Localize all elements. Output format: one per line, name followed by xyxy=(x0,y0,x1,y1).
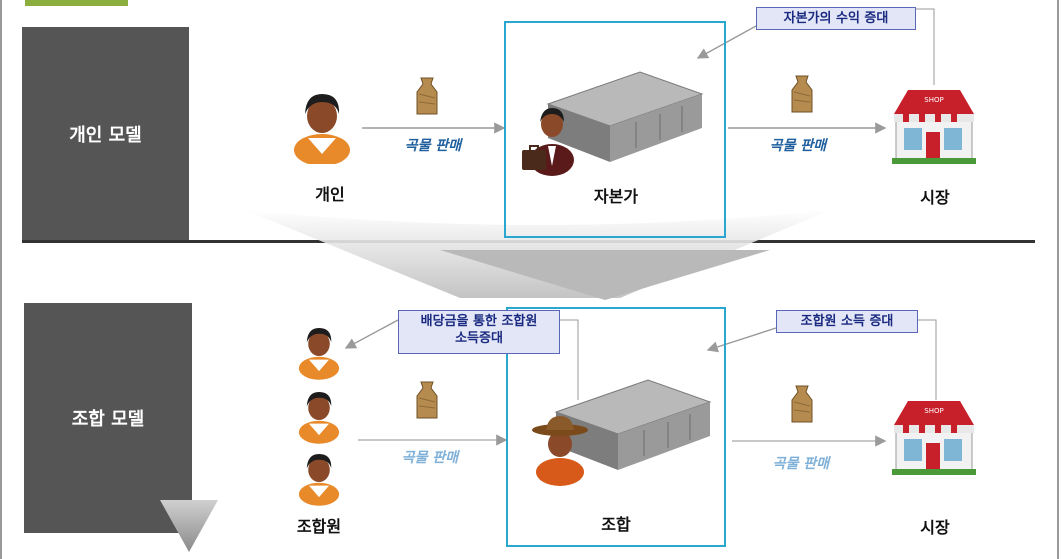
farmer-icon xyxy=(532,416,588,486)
cooperative-model-label: 조합 모델 xyxy=(71,409,145,430)
cooperative-highlight-frame xyxy=(506,307,726,547)
flow-label-bottom-left: 곡물 판매 xyxy=(401,450,459,466)
shop-icon: SHOP xyxy=(892,401,976,475)
member-icon xyxy=(298,454,340,506)
flow-label-bottom-right: 곡물 판매 xyxy=(772,456,830,472)
capitalist-highlight-frame xyxy=(504,21,726,238)
flow-label-top-left: 곡물 판매 xyxy=(404,138,462,154)
note-connector-bottom-left xyxy=(560,319,579,400)
businessman-icon xyxy=(522,108,574,176)
flow-label-top-right: 곡물 판매 xyxy=(769,138,827,154)
shop-sign-text: SHOP xyxy=(924,407,943,415)
person-label: 개인 xyxy=(315,185,345,204)
member-icon xyxy=(298,328,340,380)
note-capitalist-profit: 자본가의 수익 증대 xyxy=(756,7,916,30)
shop-icon: SHOP xyxy=(892,90,976,164)
note-dividend-income-line1: 배당금을 통한 조합원 xyxy=(420,314,538,329)
person-icon xyxy=(294,94,350,164)
transition-funnel-lower xyxy=(440,250,770,300)
cooperative-model-box: 조합 모델 xyxy=(24,303,192,533)
down-triangle xyxy=(160,500,218,552)
grain-sack-icon xyxy=(416,381,438,419)
note-dividend-income: 배당금을 통한 조합원 소득증대 xyxy=(398,310,560,354)
grain-sack-icon xyxy=(791,385,813,423)
market-label-bottom: 시장 xyxy=(920,518,950,537)
capitalist-label: 자본가 xyxy=(593,187,639,206)
note-member-income-text: 조합원 소득 증대 xyxy=(800,314,894,329)
shop-sign-text: SHOP xyxy=(924,96,943,104)
grain-sack-icon xyxy=(791,75,813,113)
note-arrow-top xyxy=(696,25,757,59)
frame-right-border xyxy=(1057,0,1059,559)
note-capitalist-profit-text: 자본가의 수익 증대 xyxy=(783,11,889,26)
grain-sack-icon xyxy=(416,77,438,115)
members-label: 조합원 xyxy=(296,517,342,536)
note-member-income: 조합원 소득 증대 xyxy=(776,310,918,333)
note-connector-top xyxy=(916,8,935,85)
corner-accent-tab xyxy=(25,0,128,6)
frame-left-border xyxy=(0,0,2,559)
individual-model-label: 개인 모델 xyxy=(69,125,142,146)
member-icon xyxy=(298,392,340,444)
market-label-top: 시장 xyxy=(920,188,950,207)
note-arrow-bottom-right xyxy=(706,327,777,353)
cooperative-label: 조합 xyxy=(601,515,631,534)
individual-model-box: 개인 모델 xyxy=(22,27,189,241)
note-dividend-income-line2: 소득증대 xyxy=(455,331,503,346)
note-arrow-bottom-left xyxy=(344,319,399,349)
note-connector-bottom-right xyxy=(918,319,937,400)
